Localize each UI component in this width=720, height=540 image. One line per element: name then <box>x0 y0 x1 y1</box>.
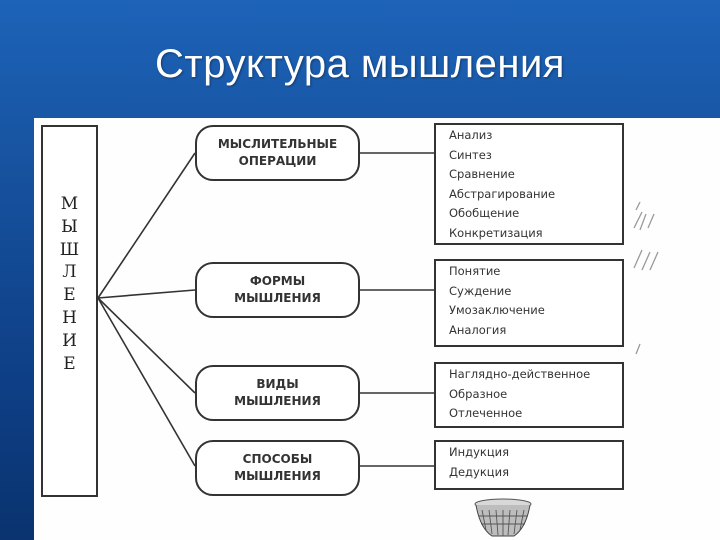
list-item: Понятие <box>449 264 501 278</box>
list-item: Дедукция <box>449 464 509 479</box>
root-letter: Ш <box>59 239 80 260</box>
root-letter: М <box>60 194 79 214</box>
root-letter: Ы <box>61 216 78 237</box>
list-item: Анализ <box>449 128 493 142</box>
connector-lines <box>97 152 434 467</box>
list-item: Сравнение <box>449 167 515 181</box>
category-label-line: ФОРМЫ <box>249 274 306 288</box>
category-box-forms: ФОРМЫ МЫШЛЕНИЯ <box>195 262 360 318</box>
items-box-operations: Анализ Синтез Сравнение Абстрагирование … <box>434 123 624 245</box>
list-item: Синтез <box>449 147 492 162</box>
list-item: Умозаключение <box>449 303 545 317</box>
category-label-line: МЫШЛЕНИЯ <box>234 469 321 483</box>
list-item: Отлеченное <box>449 406 523 420</box>
items-box-forms: Понятие Суждение Умозаключение Аналогия <box>434 259 624 347</box>
category-label-line: МЫШЛЕНИЯ <box>234 394 321 408</box>
category-label-line: МЫШЛЕНИЯ <box>234 291 321 305</box>
root-letter: Н <box>62 307 77 328</box>
root-letters: М Ы Ш Л Е Н И Е <box>43 193 96 375</box>
vase-illustration <box>474 498 532 537</box>
list-item: Абстрагирование <box>449 186 556 201</box>
category-label-line: МЫСЛИТЕЛЬНЫЕ <box>217 137 338 151</box>
root-letter: Е <box>63 285 76 306</box>
items-box-types: Наглядно-действенное Образное Отлеченное <box>434 362 624 428</box>
root-letter: Е <box>63 353 76 374</box>
items-box-methods: Индукция Дедукция <box>434 440 624 490</box>
list-item: Образное <box>449 386 508 401</box>
list-item: Суждение <box>449 283 512 298</box>
list-item: Аналогия <box>449 322 507 337</box>
slide-title: Структура мышления <box>155 42 565 86</box>
category-box-methods: СПОСОБЫ МЫШЛЕНИЯ <box>195 440 360 496</box>
list-item: Индукция <box>449 445 510 459</box>
category-box-types: ВИДЫ МЫШЛЕНИЯ <box>195 365 360 421</box>
root-letter: И <box>62 330 77 351</box>
category-label-line: ВИДЫ <box>256 377 299 391</box>
root-box-thinking: М Ы Ш Л Е Н И Е <box>41 125 98 497</box>
list-item: Наглядно-действенное <box>449 367 591 381</box>
category-label-line: ОПЕРАЦИИ <box>238 154 317 168</box>
list-item: Конкретизация <box>449 225 543 240</box>
diagram-panel: М Ы Ш Л Е Н И Е МЫСЛИТЕЛЬНЫЕ ОПЕРАЦИИ Ан… <box>34 118 720 540</box>
root-letter: Л <box>62 262 77 283</box>
list-item: Обобщение <box>449 206 520 220</box>
category-box-operations: МЫСЛИТЕЛЬНЫЕ ОПЕРАЦИИ <box>195 125 360 181</box>
scan-marks <box>633 201 659 355</box>
category-label-line: СПОСОБЫ <box>242 452 313 466</box>
